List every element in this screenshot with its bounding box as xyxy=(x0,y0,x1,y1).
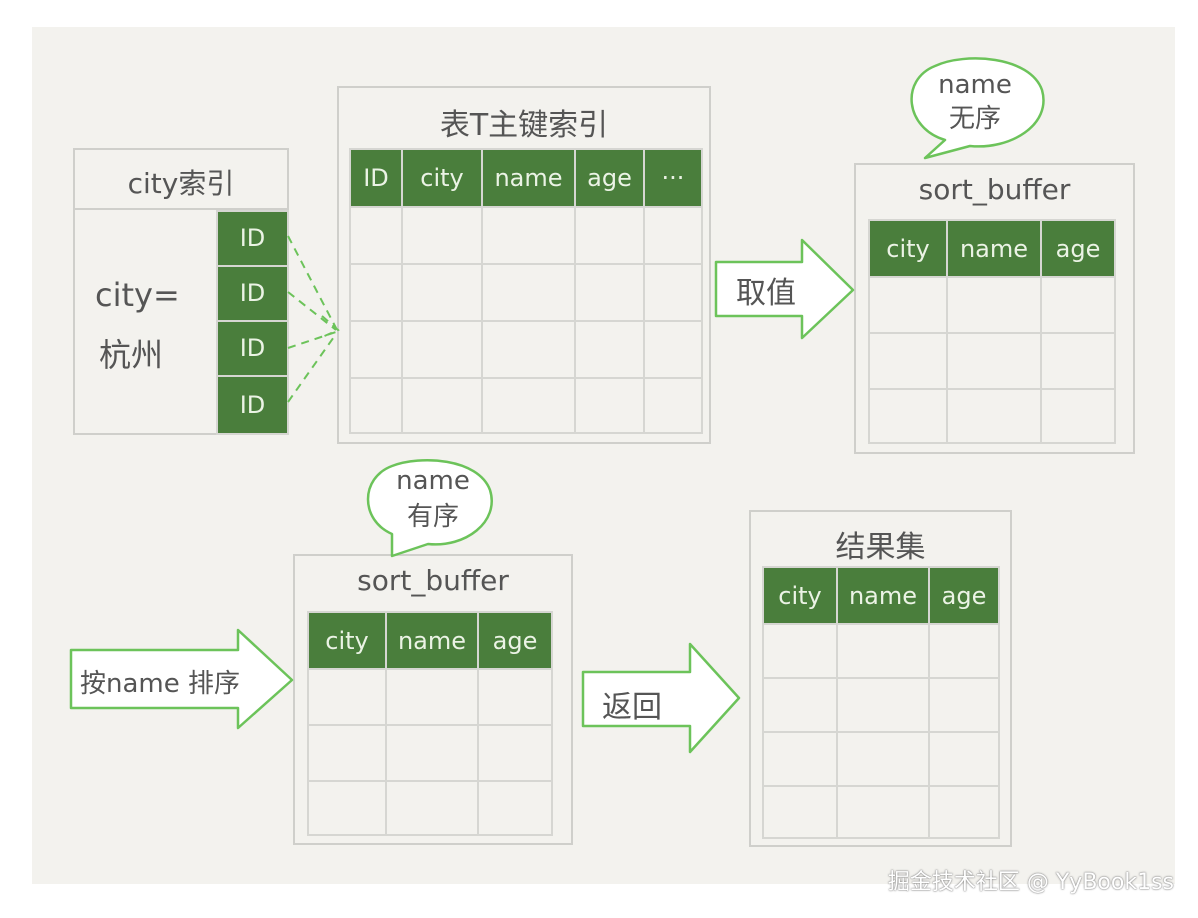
table-row xyxy=(868,276,1116,334)
sort-buffer-top-table: city name age xyxy=(868,219,1116,444)
return-arrow-label: 返回 xyxy=(602,690,662,725)
table-row xyxy=(307,668,553,726)
table-row xyxy=(349,206,703,265)
return-arrow-icon xyxy=(581,642,741,754)
watermark: 掘金技术社区 @ YyBook1ss xyxy=(887,870,1174,895)
table-row xyxy=(307,780,553,836)
city-condition-line1: city= xyxy=(95,276,180,314)
dashed-pointer xyxy=(287,235,337,329)
table-row xyxy=(762,731,1000,787)
sort-buffer-bottom-title: sort_buffer xyxy=(357,564,509,597)
table-row xyxy=(349,263,703,322)
city-index-id-cell: ID xyxy=(216,210,289,267)
primary-index-title: 表T主键索引 xyxy=(439,108,609,143)
sort-arrow-label: 按name 排序 xyxy=(80,669,240,699)
column-header: age xyxy=(477,611,553,670)
city-index-divider xyxy=(75,208,287,210)
column-header: city xyxy=(401,148,483,208)
dashed-pointer xyxy=(287,291,337,331)
column-header: ID xyxy=(349,148,403,208)
dashed-pointer xyxy=(319,315,340,339)
city-condition-line2: 杭州 xyxy=(99,336,164,374)
column-header: age xyxy=(928,566,1000,625)
table-row xyxy=(868,388,1116,444)
column-header: city xyxy=(307,611,387,670)
column-header: age xyxy=(1040,219,1116,278)
fetch-arrow-icon xyxy=(714,238,855,340)
city-index-id-cell: ID xyxy=(216,375,289,435)
column-header: name xyxy=(385,611,479,670)
result-set-title: 结果集 xyxy=(835,530,926,565)
result-set-table: city name age xyxy=(762,566,1000,839)
id-pointer-lines xyxy=(287,235,340,403)
fetch-arrow-label: 取值 xyxy=(736,276,796,311)
primary-index-table: ID city name age ··· xyxy=(349,148,703,434)
bubble-sorted-line1: name xyxy=(396,466,470,496)
bubble-unsorted-line1: name xyxy=(938,70,1012,100)
column-header: city xyxy=(868,219,948,278)
table-row xyxy=(762,623,1000,679)
column-header: name xyxy=(481,148,576,208)
primary-index-box: 表T主键索引 ID city name age ··· xyxy=(337,86,711,444)
city-index-id-cell: ID xyxy=(216,265,289,322)
bubble-unsorted-line2: 无序 xyxy=(948,104,1001,134)
city-index-id-cell: ID xyxy=(216,320,289,377)
column-header: name xyxy=(836,566,930,625)
city-index-box: city索引 city= 杭州 ID ID ID ID xyxy=(73,148,289,435)
result-set-box: 结果集 city name age xyxy=(749,510,1012,847)
table-row xyxy=(868,332,1116,390)
sort-buffer-top-title: sort_buffer xyxy=(918,173,1071,206)
table-row xyxy=(762,677,1000,733)
table-row xyxy=(307,724,553,782)
column-header: ··· xyxy=(643,148,703,208)
table-row xyxy=(762,785,1000,839)
table-row xyxy=(349,320,703,379)
sort-buffer-top-box: sort_buffer city name age xyxy=(854,163,1135,454)
table-row xyxy=(349,377,703,434)
bubble-sorted-line2: 有序 xyxy=(406,502,459,532)
speech-bubble-unsorted-icon xyxy=(910,57,1045,160)
dashed-pointer xyxy=(287,333,337,403)
column-header: name xyxy=(946,219,1042,278)
column-header: age xyxy=(574,148,645,208)
column-header: city xyxy=(762,566,838,625)
sort-buffer-bottom-box: sort_buffer city name age xyxy=(293,554,573,845)
sort-buffer-bottom-table: city name age xyxy=(307,611,553,836)
sort-arrow-icon xyxy=(69,628,294,730)
city-index-title: city索引 xyxy=(127,167,235,200)
speech-bubble-sorted-icon xyxy=(366,458,493,558)
